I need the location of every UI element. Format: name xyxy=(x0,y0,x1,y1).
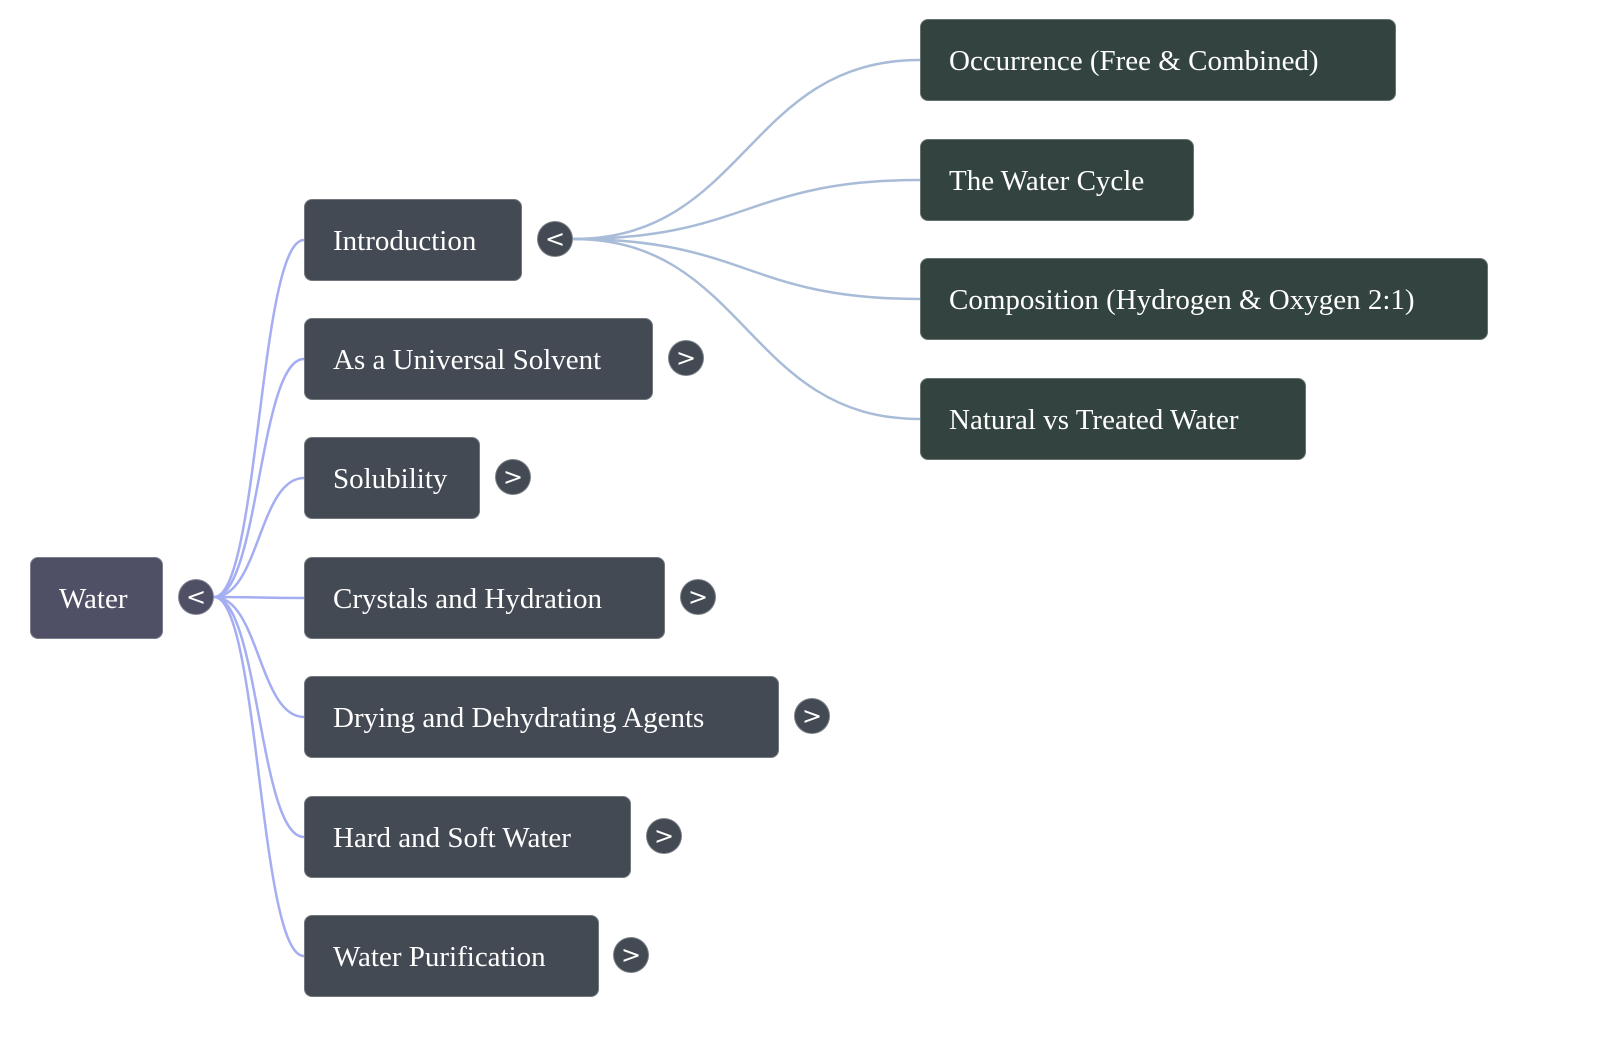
edge-root-to-child-3 xyxy=(213,595,305,600)
root-node-water[interactable]: Water xyxy=(30,557,163,639)
edge-root-to-child-5 xyxy=(213,595,305,839)
node-label: Solubility xyxy=(333,463,448,495)
collapse-toggle-root[interactable]: < xyxy=(178,579,214,615)
node-label: Water Purification xyxy=(333,941,546,973)
node-drying-agents[interactable]: Drying and Dehydrating Agents xyxy=(304,676,779,758)
node-introduction[interactable]: Introduction xyxy=(304,199,522,281)
node-label: Natural vs Treated Water xyxy=(949,404,1239,436)
edge-introduction-to-child-2 xyxy=(572,237,921,301)
node-label: Composition (Hydrogen & Oxygen 2:1) xyxy=(949,284,1415,316)
edge-root-to-child-6 xyxy=(213,595,305,958)
node-label: Crystals and Hydration xyxy=(333,583,603,615)
edge-root-to-child-0 xyxy=(213,238,305,599)
expand-toggle-drying-agents[interactable]: > xyxy=(794,698,830,734)
node-label: Occurrence (Free & Combined) xyxy=(949,45,1319,77)
node-water-cycle[interactable]: The Water Cycle xyxy=(920,139,1194,221)
chevron-right-icon: > xyxy=(502,463,524,491)
node-universal-solvent[interactable]: As a Universal Solvent xyxy=(304,318,653,400)
chevron-left-icon: < xyxy=(544,225,566,253)
collapse-toggle-introduction[interactable]: < xyxy=(537,221,573,257)
node-label: Water xyxy=(59,583,128,615)
edge-introduction-to-child-1 xyxy=(572,178,921,241)
chevron-left-icon: < xyxy=(185,583,207,611)
node-crystals-hydration[interactable]: Crystals and Hydration xyxy=(304,557,665,639)
node-solubility[interactable]: Solubility xyxy=(304,437,480,519)
node-label: Introduction xyxy=(333,225,477,257)
node-hard-soft-water[interactable]: Hard and Soft Water xyxy=(304,796,631,878)
node-water-purification[interactable]: Water Purification xyxy=(304,915,599,997)
node-natural-vs-treated[interactable]: Natural vs Treated Water xyxy=(920,378,1306,460)
chevron-right-icon: > xyxy=(653,822,675,850)
edge-root-to-child-4 xyxy=(213,595,305,719)
expand-toggle-hard-soft-water[interactable]: > xyxy=(646,818,682,854)
edge-root-to-child-1 xyxy=(213,357,305,599)
expand-toggle-universal-solvent[interactable]: > xyxy=(668,340,704,376)
edge-introduction-to-child-3 xyxy=(572,237,921,421)
expand-toggle-crystals-hydration[interactable]: > xyxy=(680,579,716,615)
chevron-right-icon: > xyxy=(620,941,642,969)
expand-toggle-solubility[interactable]: > xyxy=(495,459,531,495)
edge-root-to-child-2 xyxy=(213,476,305,599)
edge-introduction-to-child-0 xyxy=(572,58,921,241)
expand-toggle-water-purification[interactable]: > xyxy=(613,937,649,973)
node-label: The Water Cycle xyxy=(949,165,1145,197)
node-label: As a Universal Solvent xyxy=(333,344,602,376)
chevron-right-icon: > xyxy=(801,702,823,730)
node-occurrence[interactable]: Occurrence (Free & Combined) xyxy=(920,19,1396,101)
chevron-right-icon: > xyxy=(687,583,709,611)
chevron-right-icon: > xyxy=(675,344,697,372)
node-label: Hard and Soft Water xyxy=(333,822,571,854)
node-label: Drying and Dehydrating Agents xyxy=(333,702,705,734)
node-composition[interactable]: Composition (Hydrogen & Oxygen 2:1) xyxy=(920,258,1488,340)
